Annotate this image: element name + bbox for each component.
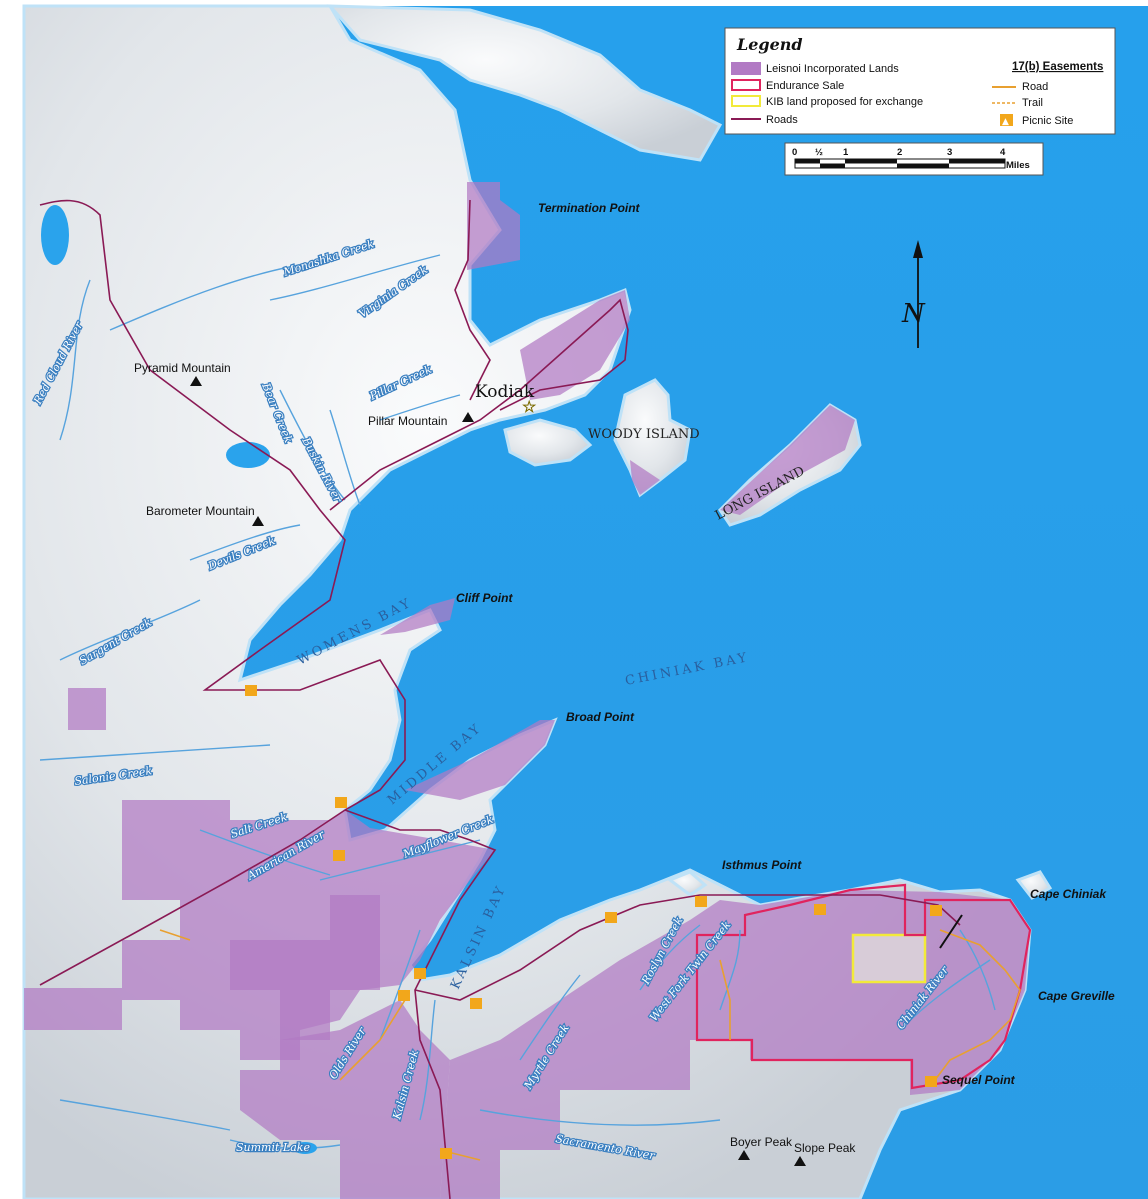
- legend-label-endurance: Endurance Sale: [766, 80, 844, 92]
- label-termination-point: Termination Point: [538, 201, 641, 215]
- legend-swatch-kib: [731, 95, 761, 107]
- legend-label-kib: KIB land proposed for exchange: [766, 96, 923, 108]
- roads: [39, 199, 961, 1199]
- small-islands: [503, 418, 593, 467]
- legend-easements-title: 17(b) Easements: [1012, 61, 1103, 73]
- chiniak-islet: [1015, 870, 1053, 900]
- legend-label-road-easement: Road: [1022, 81, 1048, 93]
- legend-label-picnic: Picnic Site: [1022, 115, 1073, 127]
- lake-north-1: [41, 205, 69, 265]
- legend-picnic-icon: ▲: [1002, 117, 1009, 127]
- label-sequel-point: Sequel Point: [942, 1073, 1016, 1087]
- label-woody-island: WOODY ISLAND: [588, 427, 700, 442]
- scale-tick-4: 3: [947, 147, 952, 158]
- north-arrow-letter: N: [901, 299, 926, 329]
- scale-tick-1: ½: [815, 147, 823, 158]
- isthmus-islet: [666, 870, 708, 897]
- scale-bar: 0 ½ 1 2 3 4 Miles: [784, 142, 1044, 176]
- label-broad-point: Broad Point: [566, 710, 635, 724]
- streams: [39, 254, 996, 1149]
- legend-swatch-endurance: [731, 79, 761, 91]
- legend-swatch-picnic: [1000, 114, 1013, 126]
- legend: Legend Leisnoi Incorporated Lands Endura…: [724, 27, 1116, 135]
- kib-exchange-parcel: [851, 933, 927, 984]
- label-isthmus-point: Isthmus Point: [722, 858, 802, 872]
- label-cliff-point: Cliff Point: [456, 591, 513, 605]
- picnic-sites[interactable]: [245, 685, 942, 1159]
- label-cape-greville: Cape Greville: [1038, 989, 1115, 1003]
- summit-markers: [190, 376, 806, 1166]
- lake-summit: [293, 1142, 317, 1154]
- scale-tick-3: 2: [897, 147, 902, 158]
- label-pyramid-mountain: Pyramid Mountain: [134, 361, 231, 375]
- label-cape-chiniak: Cape Chiniak: [1030, 887, 1107, 901]
- legend-label-trail-easement: Trail: [1022, 97, 1043, 109]
- cape-chiniak-line: [939, 914, 963, 949]
- kodiak-star-icon: ☆: [522, 397, 536, 416]
- scale-tick-0: 0: [792, 147, 797, 158]
- scale-tick-2: 1: [843, 147, 849, 158]
- legend-label-leisnoi: Leisnoi Incorporated Lands: [766, 63, 899, 75]
- scale-tick-5: 4: [1000, 147, 1006, 158]
- legend-label-roads: Roads: [766, 114, 798, 126]
- lake-buskin: [226, 442, 270, 468]
- legend-box: [724, 27, 1116, 135]
- legend-swatch-leisnoi: [731, 62, 761, 75]
- endurance-sale-boundary: [695, 883, 1032, 1090]
- label-pillar-mountain: Pillar Mountain: [368, 414, 447, 428]
- label-slope-peak: Slope Peak: [794, 1141, 856, 1155]
- land-north: [326, 4, 723, 162]
- scale-unit: Miles: [1006, 160, 1030, 171]
- label-summit-lake: Summit Lake: [236, 1141, 310, 1154]
- label-boyer-peak: Boyer Peak: [730, 1135, 793, 1149]
- label-kodiak: Kodiak: [475, 382, 535, 402]
- north-arrow: N: [901, 240, 926, 348]
- page-margin-top: [0, 0, 1148, 6]
- page-margin-left: [0, 0, 24, 1199]
- label-barometer-mountain: Barometer Mountain: [146, 504, 255, 518]
- legend-title: Legend: [736, 35, 803, 54]
